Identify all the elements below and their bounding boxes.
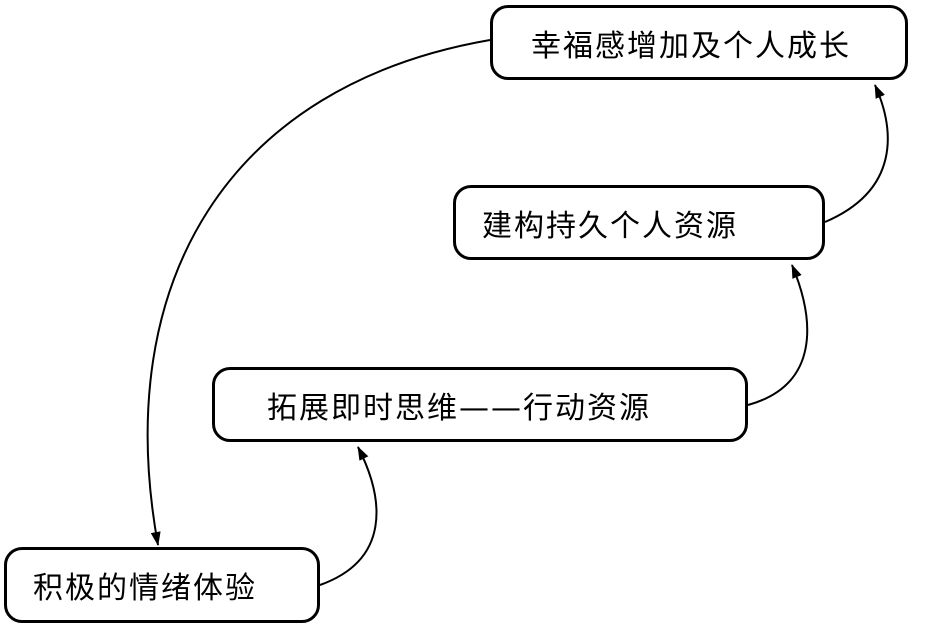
node-broaden-thought-action: 拓展即时思维——行动资源 xyxy=(212,367,748,442)
node-label: 幸福感增加及个人成长 xyxy=(531,28,851,64)
node-label: 积极的情绪体验 xyxy=(33,571,257,606)
node-happiness-growth: 幸福感增加及个人成长 xyxy=(490,5,908,80)
node-build-resources: 建构持久个人资源 xyxy=(453,185,825,260)
node-label: 拓展即时思维——行动资源 xyxy=(267,390,651,426)
arrow-node-4-to-node-1 xyxy=(146,39,491,546)
arrow-node-1-to-node-2 xyxy=(319,446,378,586)
arrow-node-2-to-node-3 xyxy=(747,264,809,406)
arrow-node-3-to-node-4 xyxy=(824,84,889,223)
node-positive-emotion: 积极的情绪体验 xyxy=(4,547,320,623)
node-label: 建构持久个人资源 xyxy=(482,208,738,244)
